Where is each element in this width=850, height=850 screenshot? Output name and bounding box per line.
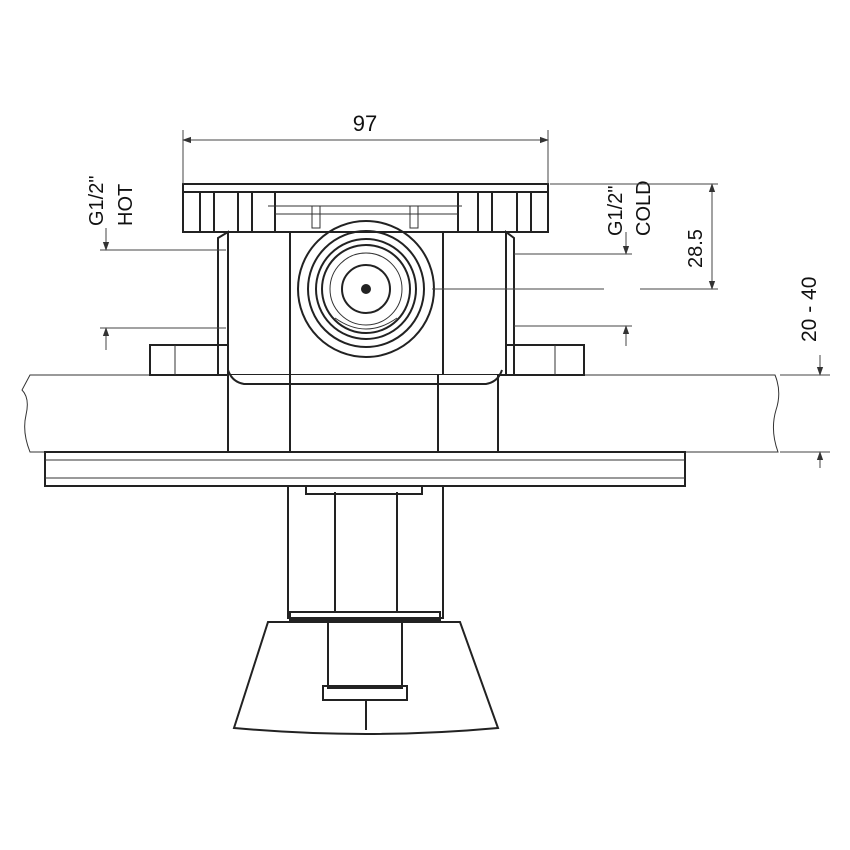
dimension-wall-label: 20 - 40 <box>798 277 821 342</box>
wall-right-part <box>497 374 780 453</box>
mounting-frame <box>182 183 549 233</box>
dimension-width-label: 97 <box>353 111 377 136</box>
hot-label: HOT <box>115 184 137 226</box>
cold-label: COLD <box>633 180 655 236</box>
hot-thread-label: G1/2" <box>86 176 108 226</box>
cover-plate <box>44 451 686 487</box>
dimension-offset-label: 28.5 <box>685 229 707 268</box>
wall-left-part <box>21 374 229 453</box>
dimension-cold <box>514 232 632 346</box>
cartridge <box>297 220 435 358</box>
wall-sleeve <box>227 369 503 452</box>
cold-thread-label: G1/2" <box>605 186 627 236</box>
dimension-width <box>182 130 549 184</box>
handle <box>232 621 500 735</box>
dimension-hot <box>100 228 226 350</box>
dimension-wall <box>780 355 830 468</box>
stem <box>287 485 444 621</box>
dimension-offset <box>432 183 718 290</box>
